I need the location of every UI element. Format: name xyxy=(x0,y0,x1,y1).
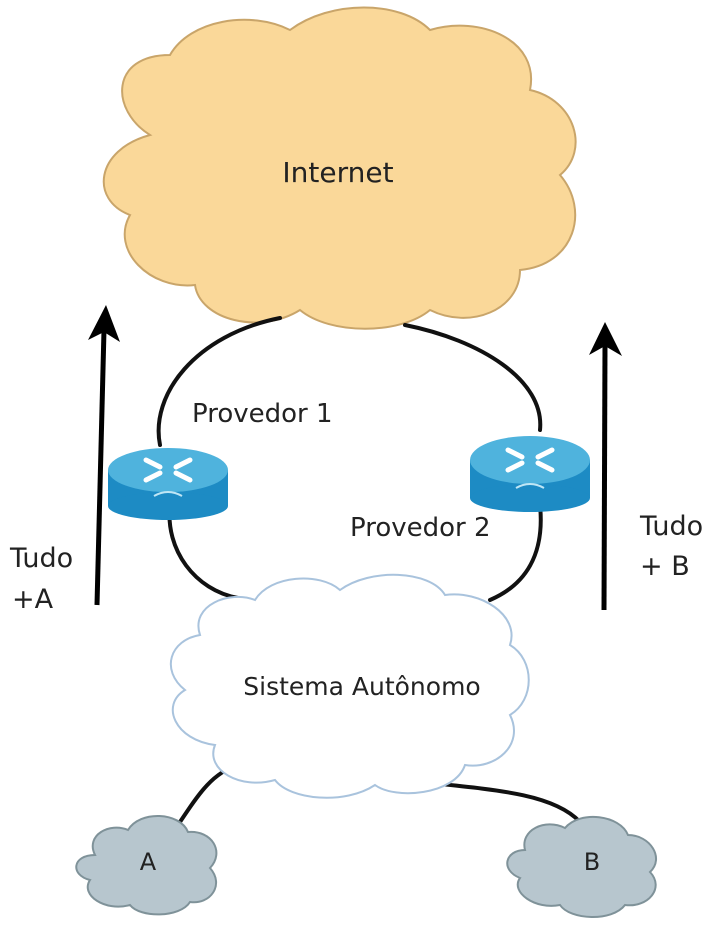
link-as-customer-b xyxy=(428,781,582,824)
customer-a-cloud: A xyxy=(75,815,218,916)
autonomous-system-label: Sistema Autônomo xyxy=(243,672,480,701)
link-internet-provider1 xyxy=(156,316,282,447)
internet-label: Internet xyxy=(282,156,393,189)
announcement-b-line2: + B xyxy=(640,551,690,582)
link-internet-provider2 xyxy=(403,323,543,432)
internet-cloud: Internet xyxy=(102,6,577,330)
autonomous-system-cloud: Sistema Autônomo xyxy=(169,573,530,799)
customer-b-label: B xyxy=(584,848,600,876)
customer-b-cloud: B xyxy=(506,815,657,918)
provider-2-label: Provedor 2 xyxy=(350,513,491,543)
customer-b-cloud-shape xyxy=(506,815,657,918)
announcement-a-line2: +A xyxy=(12,584,54,615)
provider-1-label: Provedor 1 xyxy=(192,399,333,429)
autonomous-system-cloud-shape xyxy=(169,573,530,799)
router-icon xyxy=(470,436,590,512)
arrow-up-icon xyxy=(589,322,622,611)
arrow-up-icon xyxy=(88,305,120,606)
announcement-b-line1: Tudo xyxy=(639,511,703,542)
link-provider2-as xyxy=(488,503,543,602)
customer-a-cloud-shape xyxy=(75,815,218,916)
announcement-a-line1: Tudo xyxy=(9,543,73,574)
internet-cloud-shape xyxy=(102,6,577,330)
router-icon xyxy=(108,448,228,520)
customer-a-label: A xyxy=(140,848,157,876)
